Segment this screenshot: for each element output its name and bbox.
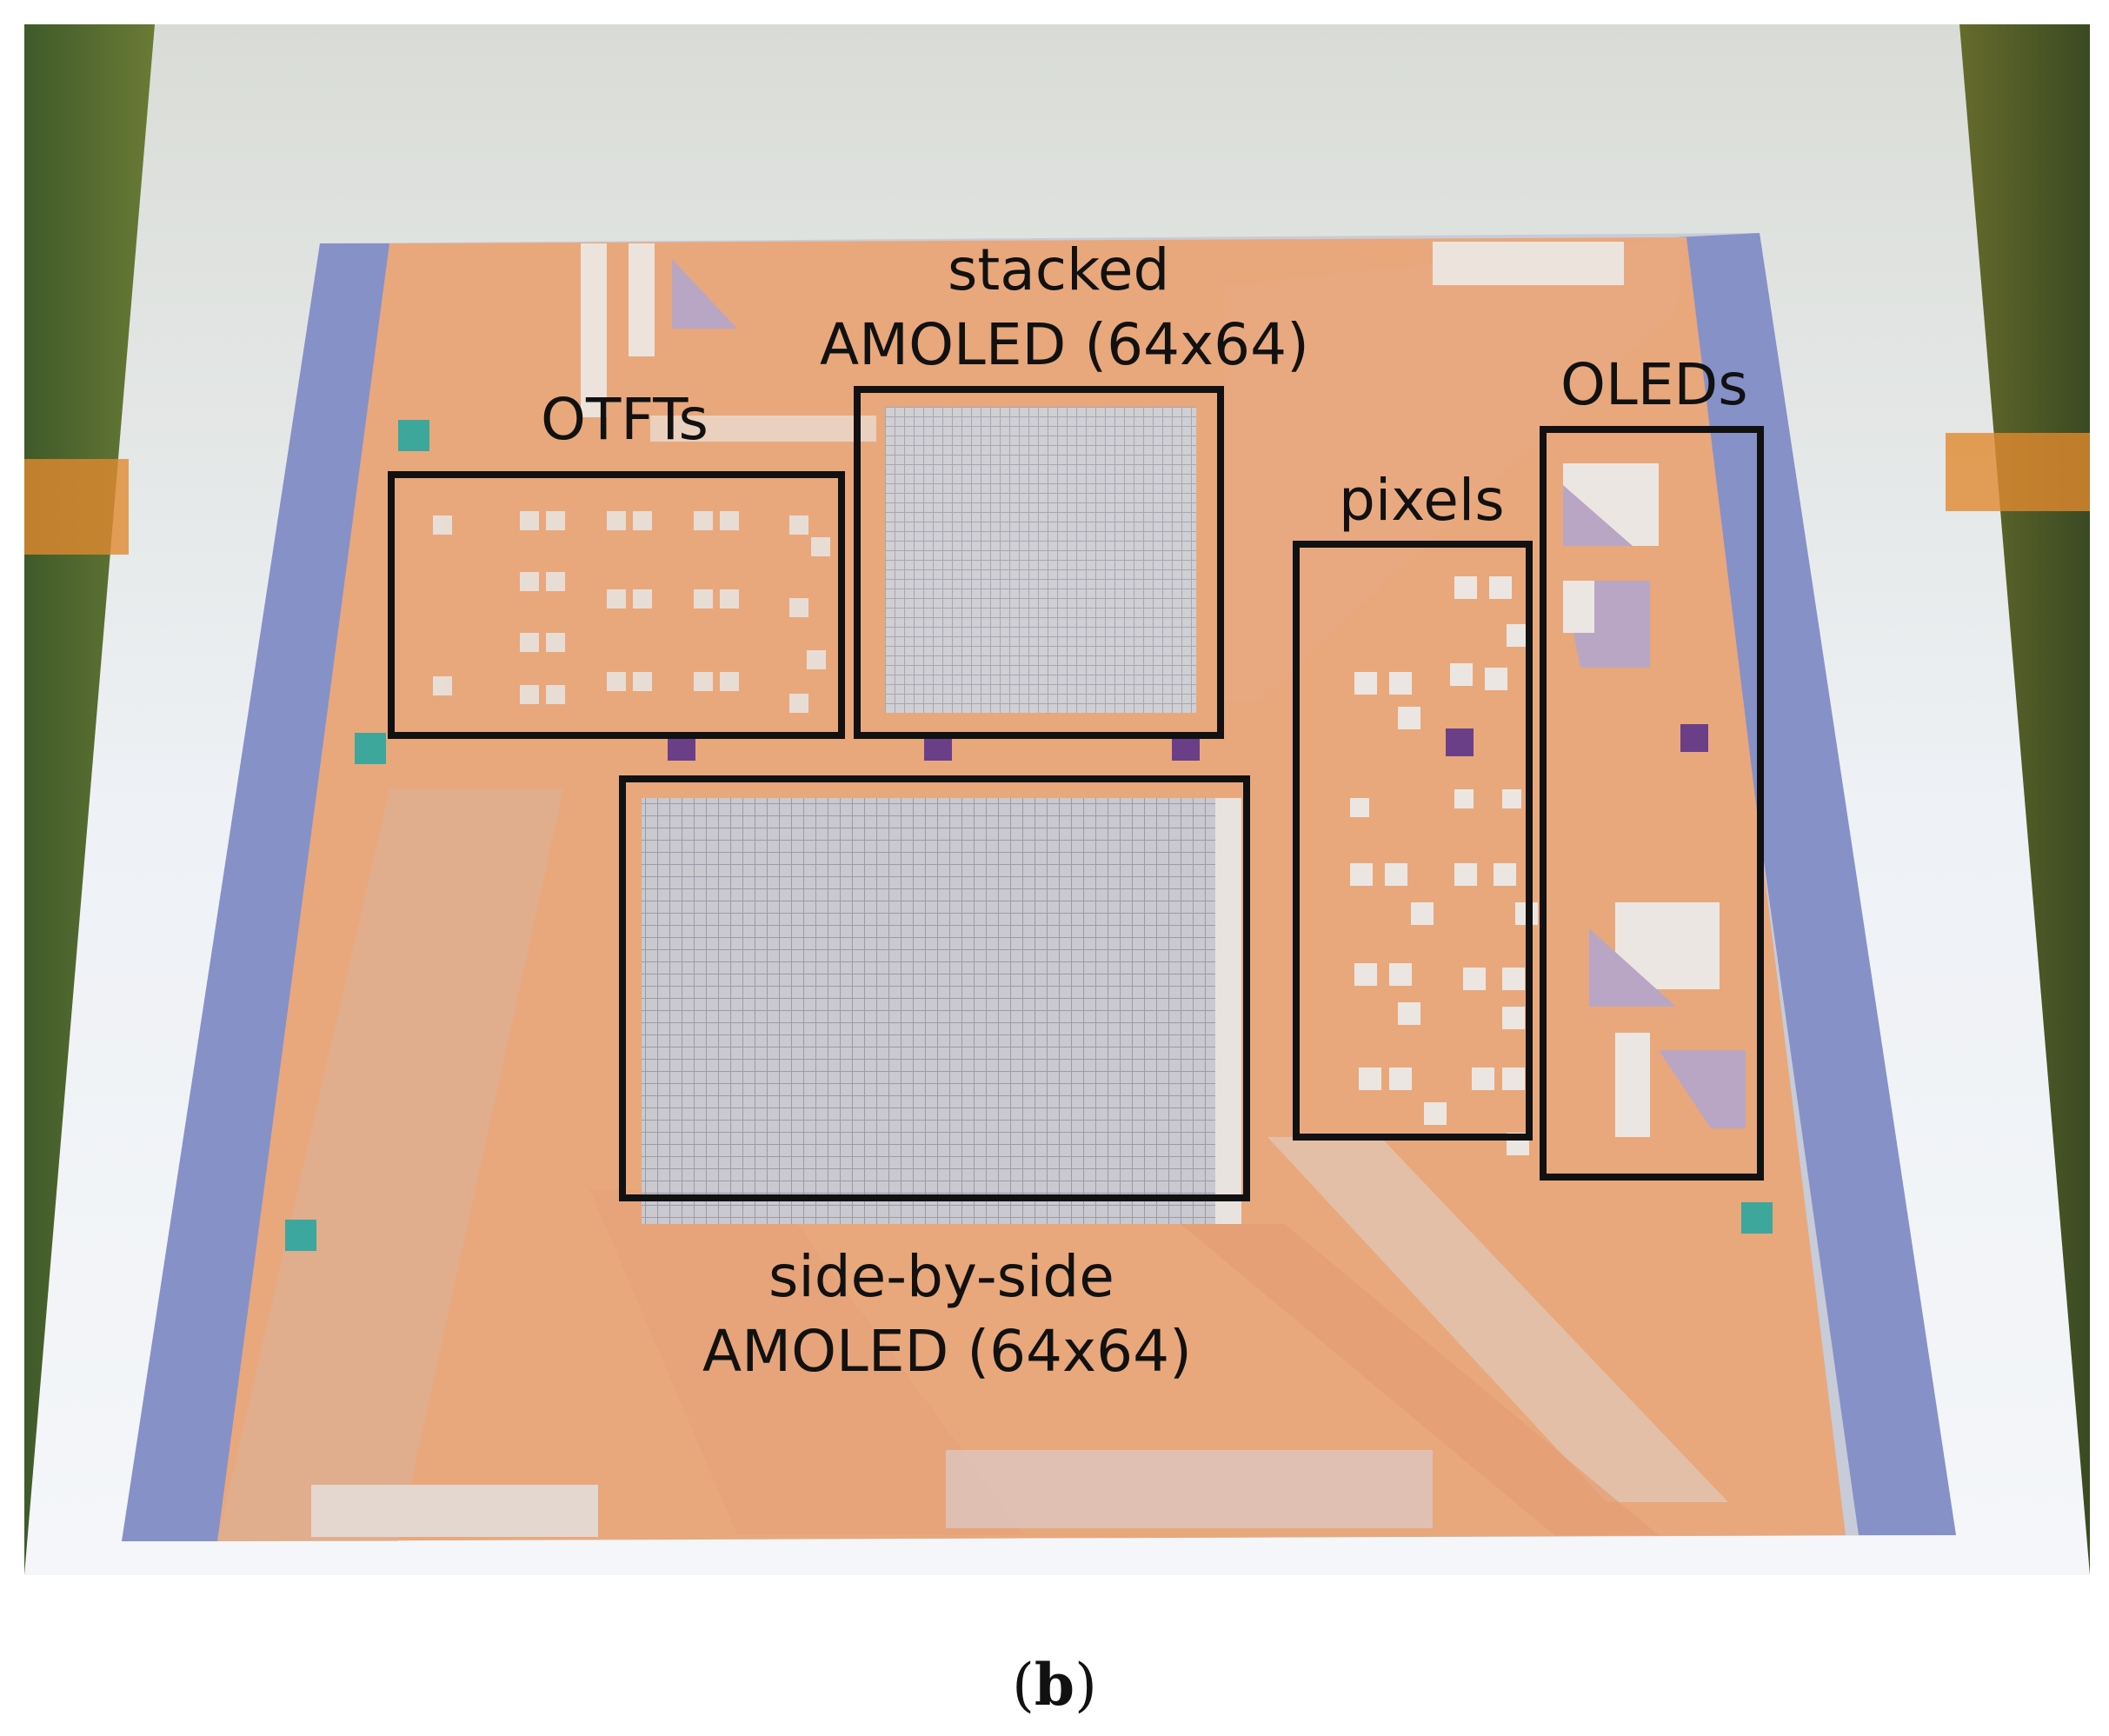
otfts-label: OTFTs [541,386,709,453]
device-photograph [24,24,2090,1575]
caption-letter: b [1034,1651,1075,1719]
side-by-side-label-line1: side-by-side [768,1243,1114,1310]
caption-close-paren: ) [1074,1652,1097,1719]
side-by-side-label-line2: AMOLED (64x64) [702,1318,1192,1385]
stacked-label-line2: AMOLED (64x64) [820,311,1309,378]
otfts-box [388,471,845,739]
figure-caption: (b) [0,1656,2109,1714]
pixels-label: pixels [1339,467,1505,534]
oleds-label: OLEDs [1560,351,1748,418]
oleds-box [1540,426,1764,1181]
stacked-amoled-box [854,386,1224,739]
side-by-side-amoled-box [619,775,1250,1201]
caption-open-paren: ( [1012,1652,1035,1719]
stacked-label-line1: stacked [948,236,1170,303]
pixels-box [1293,541,1533,1141]
